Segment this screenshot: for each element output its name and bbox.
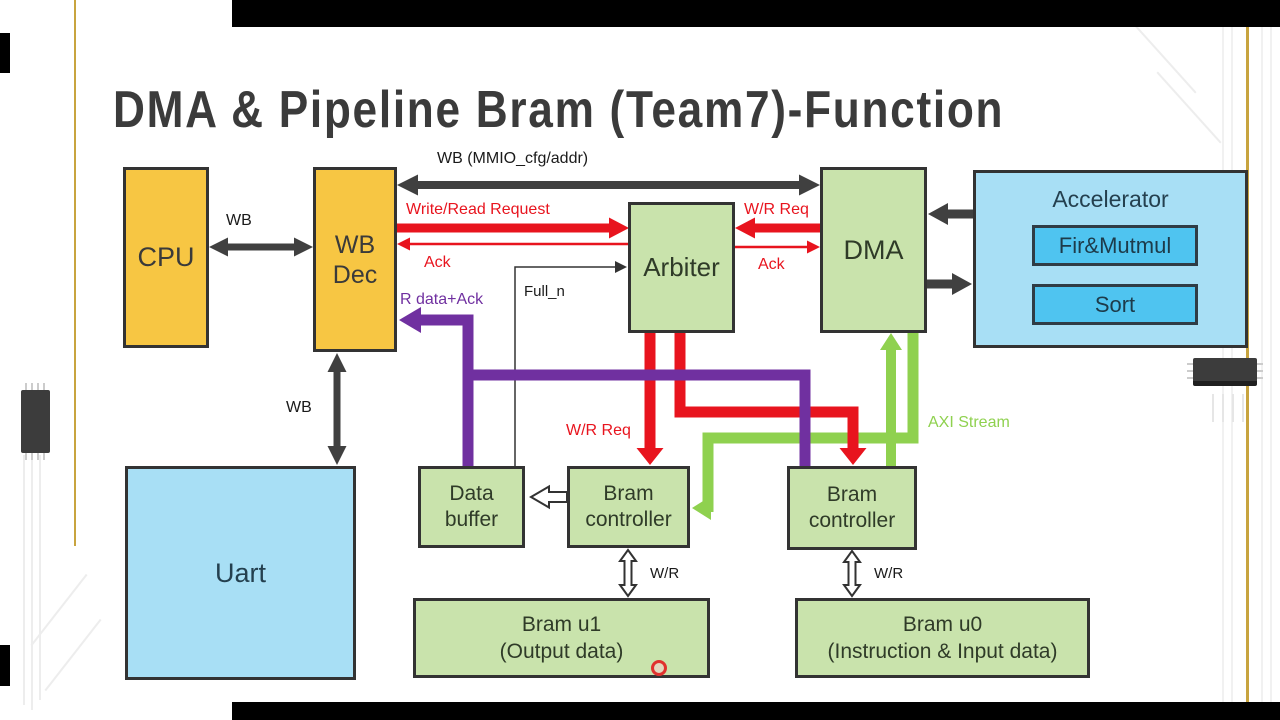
chip-pin	[31, 453, 33, 460]
chip-pin	[43, 383, 45, 390]
chip-pin	[37, 453, 39, 460]
block-arbiter: Arbiter	[628, 202, 735, 333]
trace-line	[39, 455, 41, 700]
letterbox-tab-top	[0, 33, 10, 73]
block-dma: DMA	[820, 167, 927, 333]
block-bram-controller-right: Bram controller	[787, 466, 917, 550]
trace-line	[1212, 394, 1214, 422]
chip-pin	[1187, 377, 1193, 379]
bram-controller-right-line1: Bram	[826, 483, 878, 506]
trace-line	[31, 455, 33, 710]
full-n-wire	[514, 261, 627, 466]
trace-gold-left	[74, 0, 76, 546]
bram-u1-line1: Bram u1	[521, 613, 602, 636]
block-accelerator-label: Accelerator	[1052, 186, 1169, 212]
trace-line	[1270, 0, 1272, 720]
chip-icon	[21, 390, 50, 453]
bram-controller-left-line1: Bram	[603, 482, 654, 505]
block-fir-mutmul: Fir&Mutmul	[1032, 225, 1198, 266]
trace-line	[1232, 394, 1234, 422]
block-uart-label: Uart	[214, 557, 266, 588]
bram-controller-right-line2: controller	[808, 509, 896, 532]
chip-pin	[1187, 363, 1193, 365]
chip-pin	[31, 383, 33, 390]
bram-u0-line1: Bram u0	[902, 613, 983, 636]
chip-pin	[37, 383, 39, 390]
chip-pin	[25, 383, 27, 390]
block-wb-dec: WB Dec	[313, 167, 397, 352]
block-data-buffer: Data buffer	[418, 466, 525, 548]
label-ack-left: Ack	[424, 254, 451, 271]
trace-line	[23, 455, 25, 705]
label-wr-right: W/R	[874, 565, 904, 582]
label-r-data-ack: R data+Ack	[400, 291, 484, 308]
block-wb-dec-line1: WB	[334, 230, 376, 259]
chip-pin	[1257, 377, 1263, 379]
label-wb-mmio: WB (MMIO_cfg/addr)	[437, 150, 589, 167]
chip-pin	[1187, 370, 1193, 372]
block-bram-u0: Bram u0 (Instruction & Input data)	[795, 598, 1090, 678]
block-wb-dec-line2: Dec	[332, 260, 378, 289]
wb-arrows	[209, 174, 973, 465]
chip-pin	[1257, 363, 1263, 365]
trace-line	[1261, 0, 1263, 720]
label-write-read-request: Write/Read Request	[406, 201, 550, 218]
block-arbiter-label: Arbiter	[643, 252, 720, 282]
trace-line	[1242, 394, 1244, 422]
label-wr-left: W/R	[650, 565, 680, 582]
block-sort-label: Sort	[1094, 291, 1136, 317]
letterbox-bottom	[232, 702, 1280, 720]
hollow-arrows	[529, 484, 862, 598]
bram-u1-line2: (Output data)	[499, 640, 624, 663]
label-wb-cpu: WB	[226, 212, 252, 229]
label-full-n: Full_n	[524, 283, 565, 300]
rdata-ack-wires	[399, 307, 811, 466]
label-wr-req-top: W/R Req	[744, 201, 809, 218]
chip-pin	[1257, 370, 1263, 372]
label-wr-req-down: W/R Req	[566, 422, 631, 439]
block-cpu-label: CPU	[137, 242, 195, 272]
laser-pointer-dot	[651, 660, 667, 676]
letterbox-top	[232, 0, 1280, 27]
label-wb-uart: WB	[286, 399, 312, 416]
block-data-buffer-line1: Data	[449, 482, 494, 505]
block-data-buffer-line2: buffer	[444, 508, 499, 531]
chip-pin	[25, 453, 27, 460]
chip-icon	[1193, 358, 1257, 386]
wr-arrow-right	[842, 549, 862, 598]
bram-u0-line2: (Instruction & Input data)	[827, 640, 1058, 663]
block-uart: Uart	[125, 466, 356, 680]
block-cpu: CPU	[123, 167, 209, 348]
block-dma-label: DMA	[843, 234, 904, 265]
block-sort: Sort	[1032, 284, 1198, 325]
page-title: DMA & Pipeline Bram (Team7)-Function	[113, 81, 1005, 139]
block-bram-controller-left: Bram controller	[567, 466, 690, 548]
block-fir-mutmul-label: Fir&Mutmul	[1058, 232, 1172, 258]
letterbox-tab-bottom	[0, 645, 10, 686]
wr-arrow-left	[618, 548, 638, 598]
bram-controller-left-line2: controller	[585, 508, 672, 531]
chip-pin	[43, 453, 45, 460]
label-axi-stream: AXI Stream	[928, 414, 1010, 431]
trace-line	[1222, 394, 1224, 422]
label-ack-right: Ack	[758, 256, 785, 273]
buffer-arrow	[529, 484, 568, 510]
